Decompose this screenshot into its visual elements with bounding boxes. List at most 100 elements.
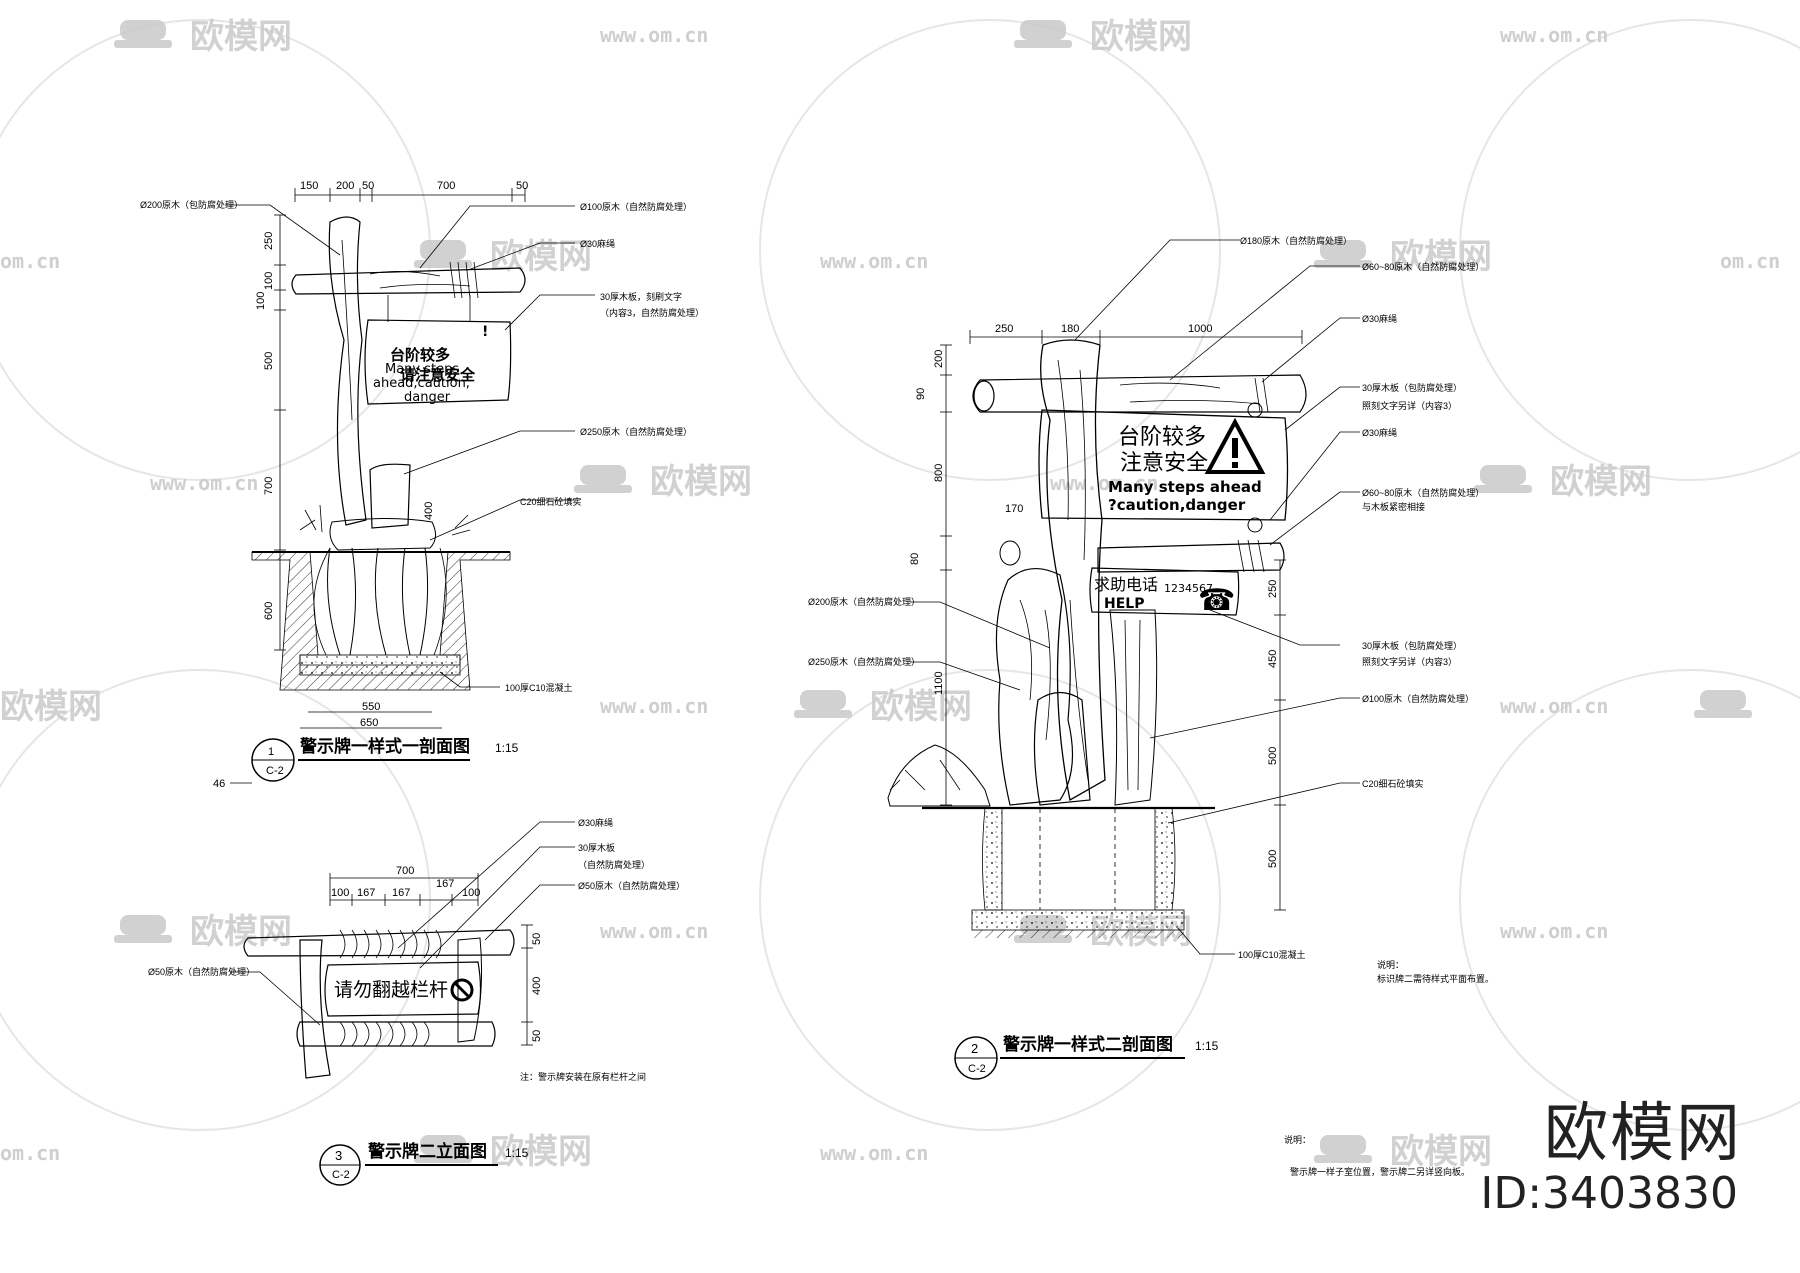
watermark-url: www.om.cn [1500,23,1608,47]
callout-label: Ø250原木（自然防腐处理） [580,426,692,437]
callout-label: C20细石砼填实 [1362,778,1424,789]
drawing-title: 警示牌一样式一剖面图 [299,736,470,757]
watermark-text: 欧模网 [1390,1132,1492,1172]
watermark-brand-marks: 欧模网 欧模网 欧模网 欧模网 欧模网 欧模网 欧模网 欧模网 欧模网 欧模网 … [0,17,1752,1172]
watermark-url: www.om.cn [1500,919,1608,943]
watermark-url: www.om.cn [600,694,708,718]
callout-label: 30厚木板（包防腐处理） [1362,382,1462,393]
dim-label: 200 [336,180,354,192]
dim-label: 700 [263,477,275,495]
drawing-scale: 1:15 [495,741,519,755]
note-text: 标识牌二需待样式平面布置。 [1377,973,1494,984]
watermark-layer [0,19,1800,1131]
dim-label: 100 [331,887,349,899]
dim-label: 400 [531,977,543,995]
drawing-scale: 1:15 [1195,1039,1219,1053]
watermark-url: www.om.cn [600,23,708,47]
side-number: 46 [213,778,225,790]
watermark-url: om.cn [0,249,60,273]
drawing-scale: 1:15 [505,1146,529,1160]
watermark-urls: www.om.cn www.om.cn om.cn www.om.cn om.c… [0,23,1780,1165]
watermark-text: 欧模网 [1550,462,1652,502]
phone-icon: ☎ [1198,583,1235,618]
watermark-url: www.om.cn [600,919,708,943]
dim-label: 150 [300,180,318,192]
callout-label: （内容3，自然防腐处理） [600,307,704,318]
dim-label: 167 [392,887,410,899]
watermark-text: 欧模网 [0,687,102,727]
sign-text-cn: 求助电话 [1094,575,1158,594]
note-text: 注：警示牌安装在原有栏杆之间 [520,1071,646,1082]
no-climb-icon [450,978,474,1002]
callout-label: Ø180原木（自然防腐处理） [1240,235,1352,246]
callout-label: Ø30麻绳 [1362,313,1397,324]
dim-label: 180 [1061,323,1079,335]
watermark-url: om.cn [0,1141,60,1165]
resource-id: ID:3403830 [1480,1168,1738,1219]
watermark-text: 欧模网 [650,462,752,502]
callout-label: Ø200原木（包防腐处理） [140,199,243,210]
dim-label: 800 [933,464,945,482]
dim-label: 80 [909,553,921,565]
sign-text-cn: 台阶较多 [1118,425,1206,450]
detail-index-number: 1 [268,746,274,758]
callout-label: 照刻文字另详（内容3） [1362,656,1457,667]
callout-label: Ø100原木（自然防腐处理） [1362,693,1474,704]
sign-text-cn: 请注意安全 [400,366,476,384]
callout-label: 100厚C10混凝土 [505,682,573,693]
sign-text-cn: 台阶较多 [390,346,450,364]
sign-phone: 1234567 [1164,582,1213,595]
sign-text-en: HELP [1104,596,1144,612]
dim-label: 500 [1267,747,1279,765]
detail-index-number: 2 [971,1041,978,1056]
dim-label: 100 [263,272,275,290]
dim-label: 1100 [933,671,945,695]
watermark-url: www.om.cn [820,1141,928,1165]
watermark-url: www.om.cn [820,249,928,273]
dim-label: 400 [423,502,435,520]
callout-label: 与木板紧密相接 [1362,501,1425,512]
callout-label: Ø250原木（自然防腐处理） [808,656,920,667]
watermark-text: 欧模网 [1090,17,1192,57]
watermark-url: www.om.cn [1500,694,1608,718]
note-text: 说明： [1377,959,1404,970]
dim-label: 170 [1005,503,1023,515]
dim-label: 50 [531,933,543,945]
callout-label: （自然防腐处理） [578,859,650,870]
callout-label: 100厚C10混凝土 [1238,949,1306,960]
callout-label: Ø60~80原木（自然防腐处理） [1362,261,1484,272]
drawing-1-section: 150 200 50 700 50 250 100 100 500 700 40… [140,180,704,790]
dim-label: 700 [437,180,455,192]
dim-label: 700 [396,865,414,877]
detail-index: C-2 [332,1169,350,1181]
dim-label: 500 [263,352,275,370]
warning-triangle-icon [1204,417,1266,474]
dim-label: 250 [995,323,1013,335]
drawing-title: 警示牌一样式二剖面图 [1002,1034,1173,1055]
sign-text-en: ?caution,danger [1108,496,1246,514]
watermark-text: 欧模网 [190,17,292,57]
dim-label: 1000 [1188,323,1212,335]
dim-label: 600 [263,602,275,620]
brand-logo-text: 欧模网 [1544,1097,1742,1171]
callout-label: Ø200原木（自然防腐处理） [808,596,920,607]
dim-label: 50 [531,1030,543,1042]
watermark-text: 欧模网 [1390,237,1492,277]
warning-icon: ! [482,324,488,340]
dim-label: 167 [357,887,375,899]
callout-label: Ø50原木（自然防腐处理） [578,880,685,891]
watermark-url: www.om.cn [150,471,258,495]
watermark-text: 欧模网 [490,237,592,277]
sign-text-en: danger [404,390,451,405]
note-text: 说明： [1284,1134,1311,1145]
sign-text-cn: 注意安全 [1120,451,1208,476]
callout-label: Ø30麻绳 [580,238,615,249]
callout-label: Ø30麻绳 [1362,427,1397,438]
sign-text-en: Many steps ahead [1108,478,1262,496]
watermark-text: 欧模网 [870,687,972,727]
dim-label: 250 [263,232,275,250]
detail-index: C-2 [968,1063,986,1075]
watermark-text: 欧模网 [490,1132,592,1172]
detail-index: C-2 [266,765,284,777]
callout-label: 照刻文字另详（内容3） [1362,400,1457,411]
